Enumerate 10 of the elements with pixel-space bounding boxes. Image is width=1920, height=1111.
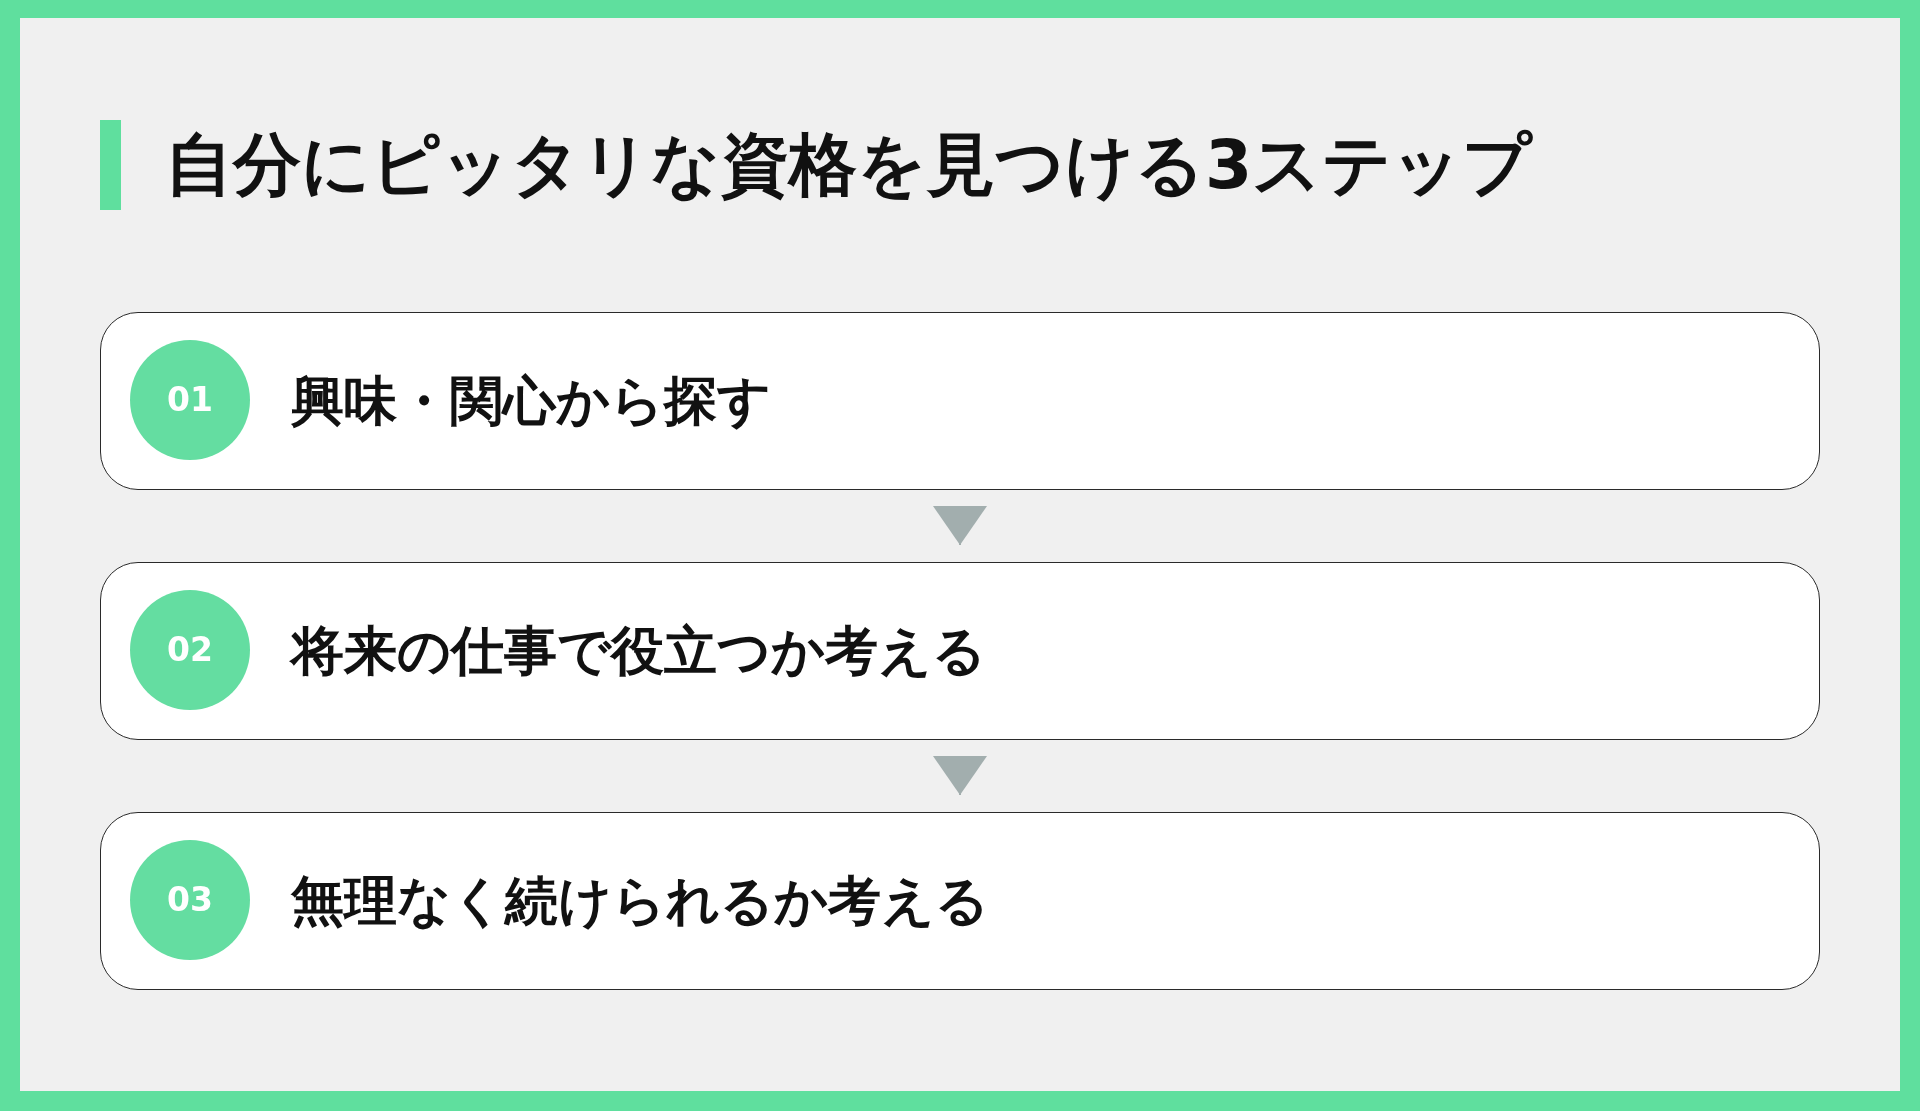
step-title: 興味・関心から探す bbox=[291, 369, 771, 433]
step-card bbox=[100, 812, 1820, 990]
step-card bbox=[100, 312, 1820, 490]
title: 自分にピッタリな資格を見つける3ステップ bbox=[165, 124, 1533, 206]
step-number: 03 bbox=[167, 880, 213, 920]
step-card bbox=[100, 562, 1820, 740]
step-title: 無理なく続けられるか考える bbox=[291, 869, 989, 933]
step-number: 01 bbox=[167, 380, 213, 420]
step-title: 将来の仕事で役立つか考える bbox=[291, 619, 986, 683]
step-number: 02 bbox=[167, 630, 213, 670]
